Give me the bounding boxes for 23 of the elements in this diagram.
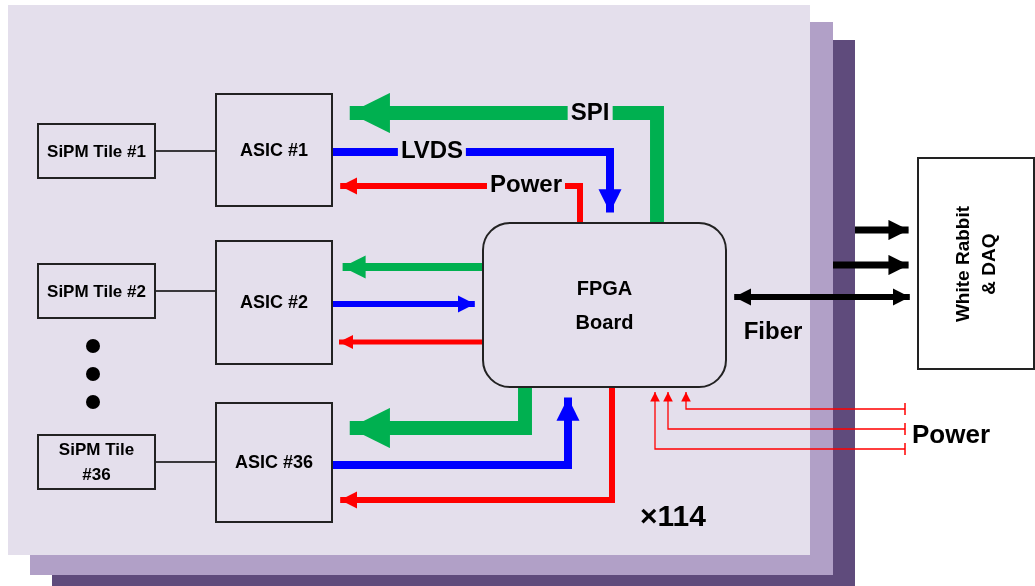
arrow xyxy=(681,391,906,416)
arrow xyxy=(650,391,906,456)
arrow xyxy=(333,295,475,313)
rounded-process-box: FPGA Board xyxy=(482,222,727,388)
arrow xyxy=(349,388,532,449)
connector-line xyxy=(155,461,216,463)
process-box: SiPM Tile #2 xyxy=(37,263,156,319)
process-box: SiPM Tile #1 xyxy=(37,123,156,179)
process-box: ASIC #2 xyxy=(215,240,333,365)
arrow xyxy=(663,391,906,436)
process-box: SiPM Tile #36 xyxy=(37,434,156,490)
process-box: White Rabbit & DAQ xyxy=(917,157,1035,370)
process-box: ASIC #36 xyxy=(215,402,333,523)
board-panel xyxy=(8,5,810,555)
connector-line xyxy=(155,150,216,152)
process-box: ASIC #1 xyxy=(215,93,333,207)
arrow xyxy=(734,288,910,306)
connector-line xyxy=(155,290,216,292)
power-label: Power xyxy=(912,416,1012,452)
multiplier-label: ×114 xyxy=(640,500,706,532)
arrow xyxy=(339,334,482,350)
arrow xyxy=(349,92,664,222)
arrow xyxy=(340,388,615,509)
